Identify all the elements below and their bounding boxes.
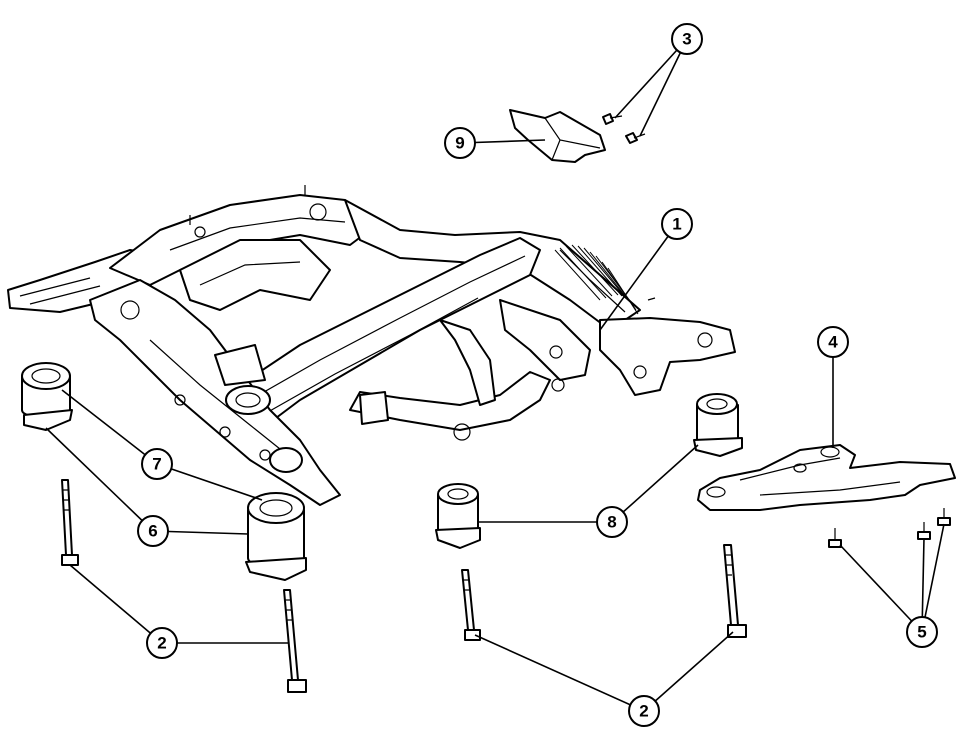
callout-7-label: 7 (152, 455, 161, 474)
callout-3-label: 3 (682, 30, 691, 49)
callout-9: 9 (444, 127, 476, 159)
bushing-right-rear (435, 483, 481, 549)
callout-5: 5 (906, 616, 938, 648)
bolt-left-upper (61, 479, 79, 566)
callout-1-label: 1 (672, 215, 681, 234)
callout-2-center: 2 (628, 695, 660, 727)
callout-2-left: 2 (146, 627, 178, 659)
bushing-upper-left (21, 362, 73, 431)
screw-3a (602, 113, 623, 125)
screw-3b (625, 132, 646, 144)
bolt-center-left (461, 569, 481, 641)
callout-7: 7 (141, 448, 173, 480)
callout-9-label: 9 (455, 134, 464, 153)
leader-lines (45, 38, 945, 712)
callout-8-label: 8 (607, 513, 616, 532)
bushing-lower-left (245, 492, 307, 581)
screw-5b (917, 522, 931, 540)
heat-shield (509, 109, 606, 163)
screw-5c (937, 508, 951, 526)
bolt-center-right (723, 544, 747, 638)
screw-5a (828, 528, 842, 548)
front-brace (697, 444, 956, 511)
bolt-left-lower (283, 589, 307, 693)
callout-4: 4 (817, 326, 849, 358)
brace-screws (828, 508, 951, 548)
callout-1: 1 (661, 208, 693, 240)
front-crossmember (7, 185, 736, 506)
callout-2-left-label: 2 (157, 634, 166, 653)
heat-shield-screws (602, 113, 646, 144)
callout-2-center-label: 2 (639, 702, 648, 721)
callout-4-label: 4 (828, 333, 838, 352)
callout-6: 6 (137, 515, 169, 547)
callout-8: 8 (596, 506, 628, 538)
callout-5-label: 5 (917, 623, 926, 642)
callout-6-label: 6 (148, 522, 157, 541)
bushing-right-front (693, 393, 743, 457)
callout-3: 3 (671, 23, 703, 55)
